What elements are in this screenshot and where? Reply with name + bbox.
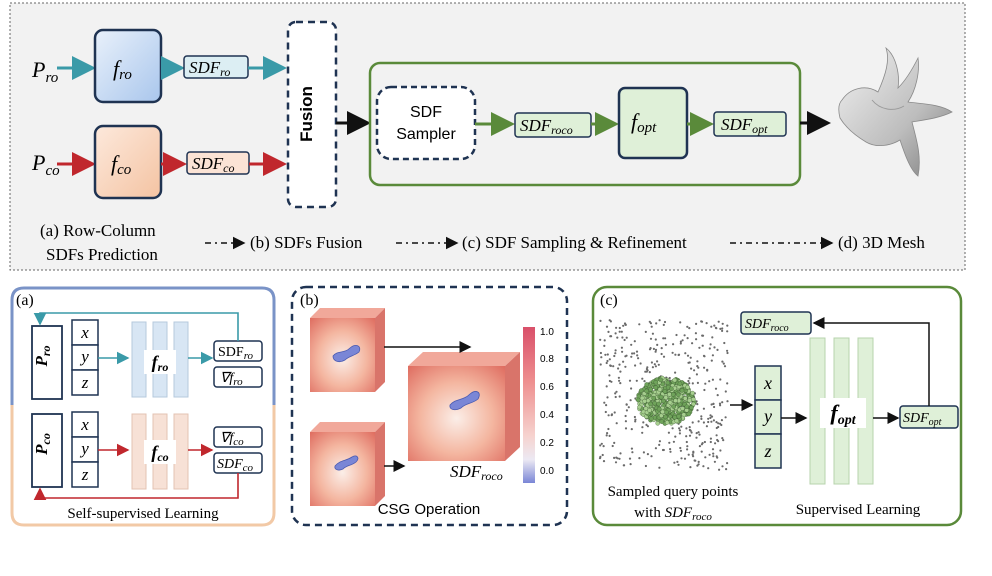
panel-a-f-co-bg bbox=[144, 440, 176, 464]
net-f-co-label: fco bbox=[111, 151, 132, 178]
panel-a-net-ro-layers bbox=[131, 321, 189, 398]
panel-a-border-bottom bbox=[10, 405, 276, 527]
sdf-roco-label: SDFroco bbox=[520, 116, 573, 137]
panel-a-border-top bbox=[10, 286, 276, 405]
stage-a-label-1: (a) Row-Column bbox=[40, 221, 156, 240]
net-f-co bbox=[93, 124, 163, 200]
stage-d-label: (d) 3D Mesh bbox=[838, 233, 925, 252]
panel-a-out2-co-label: SDFco bbox=[217, 457, 254, 474]
panel-a-f-ro-bg bbox=[144, 350, 176, 374]
fusion-label: Fusion bbox=[297, 86, 316, 142]
panel-a-feedback-co bbox=[33, 473, 239, 501]
coord-y-co: y bbox=[79, 439, 89, 458]
sdf-opt-box bbox=[713, 111, 787, 137]
fusion-block bbox=[286, 20, 338, 209]
sampled-point-cloud bbox=[598, 319, 729, 471]
panel-a-p-ro-label: Pro bbox=[32, 345, 53, 367]
sdf-sampler-label-1: SDF bbox=[410, 104, 442, 121]
panel-a-out2-ro bbox=[213, 366, 263, 388]
top-panel-frame bbox=[9, 2, 966, 271]
sdf-sampler-block bbox=[375, 85, 477, 161]
colorbar-ticks: 1.0 0.8 0.6 0.4 0.2 0.0 bbox=[540, 327, 554, 477]
panel-a-out2-ro-label: ∇fro bbox=[220, 371, 243, 388]
panel-c-f-opt-bg bbox=[820, 398, 866, 428]
stage-a-label-2: SDFs Prediction bbox=[46, 245, 158, 264]
panel-c-sdf-roco-box bbox=[740, 311, 812, 335]
panel-c-caption-left-2: with SDFroco bbox=[634, 505, 712, 523]
panel-a-f-co-label: fco bbox=[151, 442, 168, 464]
coord-y-ro: y bbox=[79, 347, 89, 366]
colorbar-tick: 0.2 bbox=[540, 438, 554, 449]
panel-a-feedback-ro bbox=[33, 312, 239, 341]
panel-a-out1-ro-label: SDFro bbox=[218, 345, 254, 362]
csg-input-slab-2 bbox=[310, 422, 385, 506]
panel-a-out1-co-label: ∇fco bbox=[220, 431, 244, 448]
panel-b-tag: (b) bbox=[300, 292, 319, 309]
sdf-ro-label: SDFro bbox=[189, 58, 230, 79]
panel-a-z-co bbox=[71, 461, 99, 488]
net-f-opt-label: fopt bbox=[631, 109, 657, 136]
panel-c-y bbox=[754, 399, 782, 435]
input-p-co: Pco bbox=[31, 150, 60, 179]
panel-b: (b) SDFroco 1.0 0.8 0 bbox=[290, 285, 569, 527]
colorbar bbox=[523, 327, 535, 483]
top-pipeline: Pro fro SDFro Pco fco SDFco Fusion SDF S… bbox=[9, 2, 966, 271]
panel-c-tag: (c) bbox=[600, 292, 618, 309]
stage-c-label: (c) SDF Sampling & Refinement bbox=[462, 233, 687, 252]
panel-c-caption-left-1: Sampled query points bbox=[608, 484, 739, 500]
colorbar-tick: 1.0 bbox=[540, 327, 554, 338]
input-p-ro: Pro bbox=[31, 57, 59, 86]
panel-b-caption: CSG Operation bbox=[378, 501, 481, 518]
panel-a-out1-co bbox=[213, 426, 263, 448]
panel-a-tag: (a) bbox=[16, 292, 34, 309]
panel-a-z-ro bbox=[71, 369, 99, 396]
panel-c: (c) x y z fopt SDFopt SDFroco Sampled qu… bbox=[591, 285, 963, 527]
panel-c-sdf-opt-label: SDFopt bbox=[903, 411, 942, 428]
panel-c-caption-right: Supervised Learning bbox=[796, 502, 921, 518]
colorbar-tick: 0.0 bbox=[540, 466, 554, 477]
panel-c-z bbox=[754, 433, 782, 469]
csg-result-slab bbox=[408, 352, 520, 461]
net-f-ro-label: fro bbox=[113, 56, 132, 83]
colorbar-tick: 0.8 bbox=[540, 354, 554, 365]
panel-c-feedback bbox=[812, 317, 930, 406]
panel-c-coord-z: z bbox=[763, 441, 771, 461]
colorbar-tick: 0.4 bbox=[540, 410, 554, 421]
sdf-co-label: SDFco bbox=[192, 154, 235, 175]
mesh-3d-image bbox=[838, 46, 953, 177]
net-f-ro bbox=[93, 28, 163, 104]
coord-x-co: x bbox=[80, 415, 89, 434]
sdf-sampler-label-2: Sampler bbox=[396, 126, 456, 143]
coord-x-ro: x bbox=[80, 323, 89, 342]
panel-c-f-opt-label: fopt bbox=[830, 400, 856, 428]
csg-result-label: SDFroco bbox=[450, 462, 503, 483]
coord-z-co: z bbox=[81, 465, 89, 484]
panel-a-p-ro bbox=[31, 325, 63, 400]
stage-b-label: (b) SDFs Fusion bbox=[250, 233, 363, 252]
panel-a-caption: Self-supervised Learning bbox=[67, 506, 219, 522]
panel-a-p-co bbox=[31, 413, 63, 488]
sdf-opt-label: SDFopt bbox=[721, 115, 768, 136]
coord-z-ro: z bbox=[81, 373, 89, 392]
panel-c-sdf-roco-label: SDFroco bbox=[745, 317, 789, 334]
panel-c-coord-y: y bbox=[762, 406, 772, 426]
panel-c-coord-x: x bbox=[763, 373, 772, 393]
csg-input-slab-1 bbox=[310, 308, 385, 392]
panel-c-x bbox=[754, 365, 782, 401]
panel-a-f-ro-label: fro bbox=[152, 352, 169, 374]
panel-a-x-co bbox=[71, 411, 99, 438]
colorbar-tick: 0.6 bbox=[540, 382, 554, 393]
panel-a: (a) Pro x y z fro SDFro ∇fro Pco x y z bbox=[10, 286, 276, 527]
panel-a-p-co-label: Pco bbox=[32, 433, 53, 456]
panel-a-x-ro bbox=[71, 319, 99, 346]
